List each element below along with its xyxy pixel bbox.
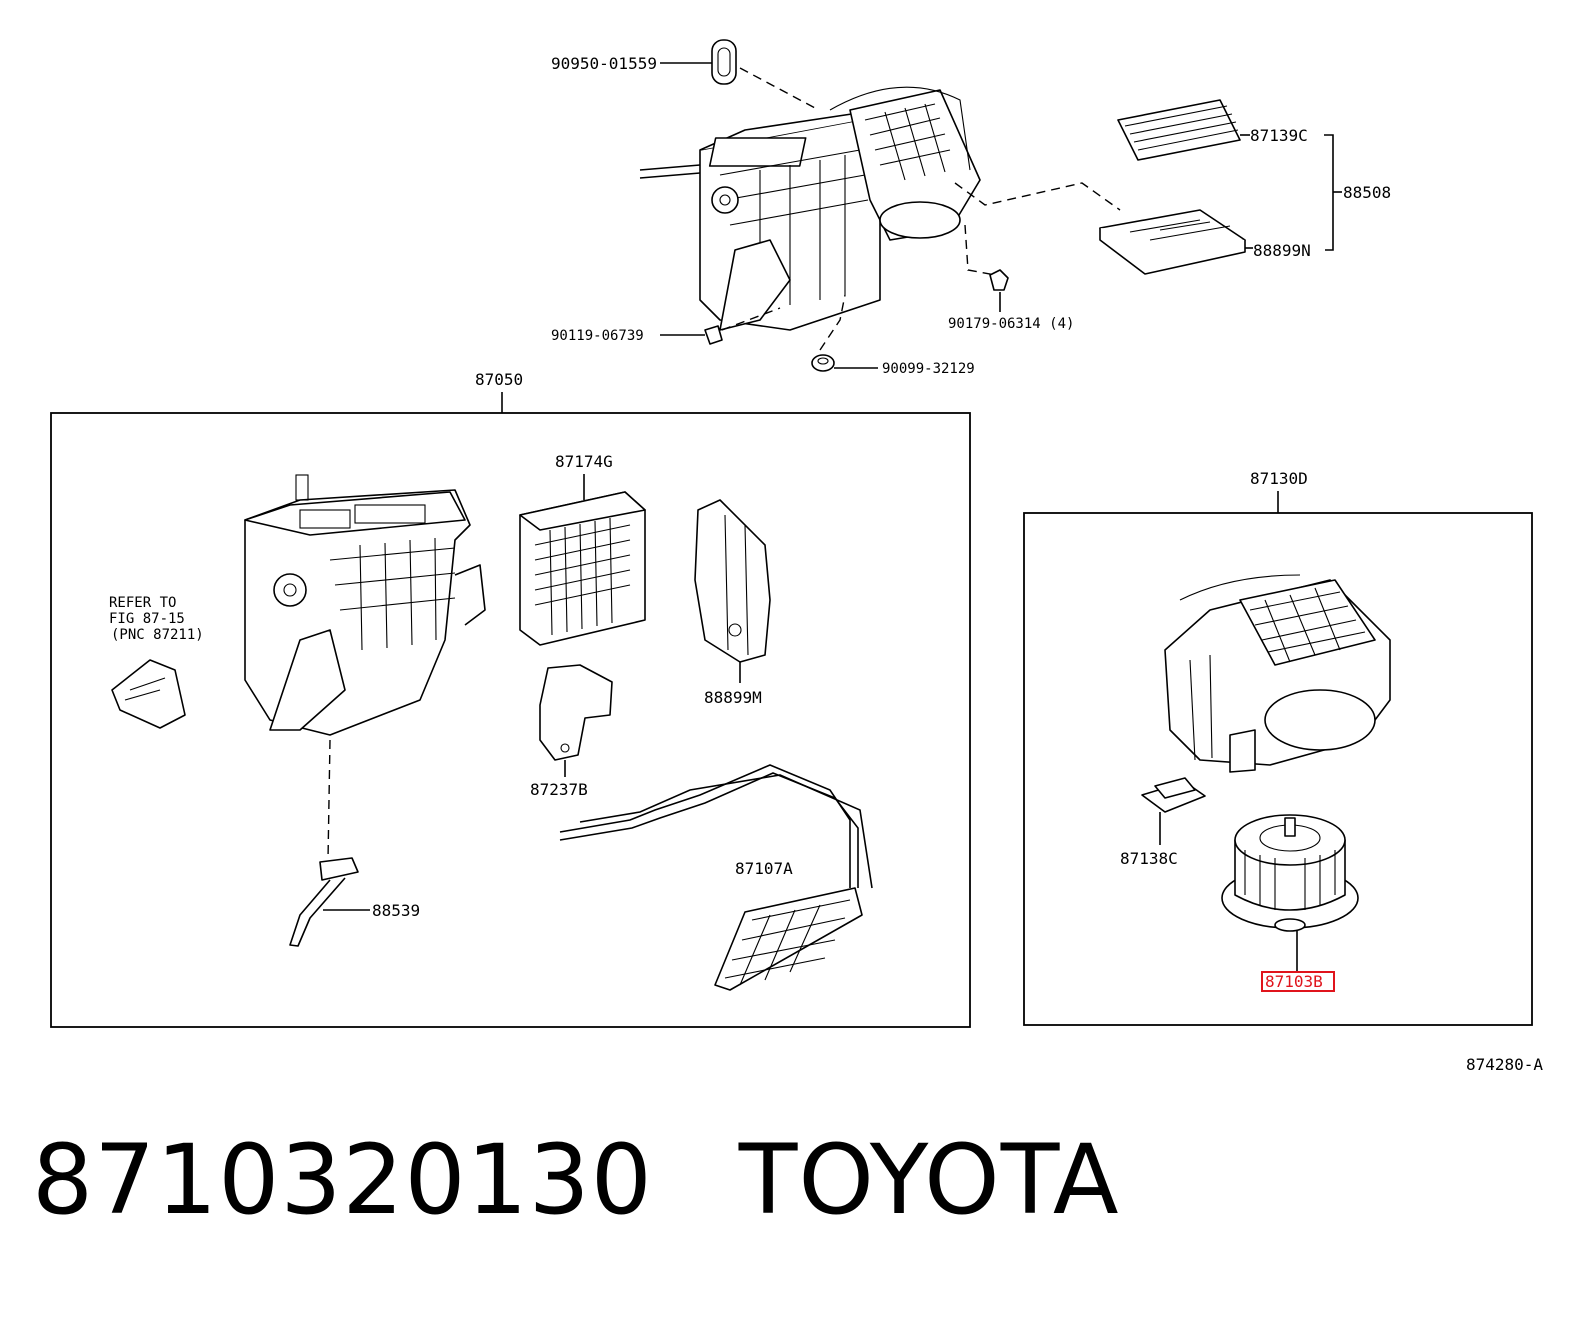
part-number: 8710320130 (32, 1124, 653, 1236)
group-87050: 87050 REFER TO FIG 87-15 (PNC 87211) (50, 370, 971, 1028)
label-87139c: 87139C (1250, 126, 1308, 145)
part-87237b: 87237B (530, 664, 613, 799)
label-87138c: 87138C (1120, 849, 1178, 868)
part-87103b: 87103B (1221, 814, 1359, 992)
label-88508: 88508 (1343, 183, 1391, 202)
label-87107a: 87107A (735, 859, 793, 878)
frame-87050 (50, 412, 971, 1028)
part-88539: 88539 (289, 857, 420, 947)
label-88899n: 88899N (1253, 241, 1311, 260)
part-90119-06739: 90119-06739 (551, 307, 781, 345)
part-90099-32129: 90099-32129 (811, 294, 975, 377)
servo-motor (111, 659, 186, 729)
highlight-87103b (1261, 971, 1335, 992)
label-87103b: 87103B (1265, 972, 1323, 991)
label-88539: 88539 (372, 901, 420, 920)
frame-87130d (1023, 512, 1533, 1026)
brand-name: TOYOTA (738, 1124, 1120, 1236)
refer-line-1: REFER TO (109, 595, 176, 611)
bracket-88508: 88508 (1324, 134, 1391, 251)
label-90099-32129: 90099-32129 (882, 361, 975, 377)
refer-line-2: FIG 87-15 (109, 611, 185, 627)
label-90179-06314: 90179-06314 (4) (948, 316, 1074, 332)
label-87237b: 87237B (530, 780, 588, 799)
part-87174g: 87174G (519, 452, 646, 646)
heater-unit (244, 474, 486, 861)
blower-unit (1164, 574, 1391, 773)
label-90950-01559: 90950-01559 (551, 54, 657, 73)
part-88899m: 88899M (694, 499, 771, 707)
label-87050: 87050 (475, 370, 523, 389)
part-87139c: 87139C (1117, 99, 1308, 161)
part-88899n: 88899N (1099, 209, 1311, 275)
part-87138c: 87138C (1120, 777, 1206, 868)
label-87130d: 87130D (1250, 469, 1308, 488)
refer-line-3: (PNC 87211) (111, 627, 204, 643)
hvac-assembly-top (639, 86, 981, 331)
label-88899m: 88899M (704, 688, 762, 707)
part-90179-06314: 90179-06314 (4) (948, 269, 1074, 332)
label-87174g: 87174G (555, 452, 613, 471)
figure-id: 874280-A (1466, 1055, 1543, 1074)
group-87130d: 87130D 87138C (1023, 469, 1533, 1026)
label-90119-06739: 90119-06739 (551, 328, 644, 344)
part-87107a: 87107A (559, 764, 873, 991)
part-90950-01559: 90950-01559 (551, 39, 816, 109)
